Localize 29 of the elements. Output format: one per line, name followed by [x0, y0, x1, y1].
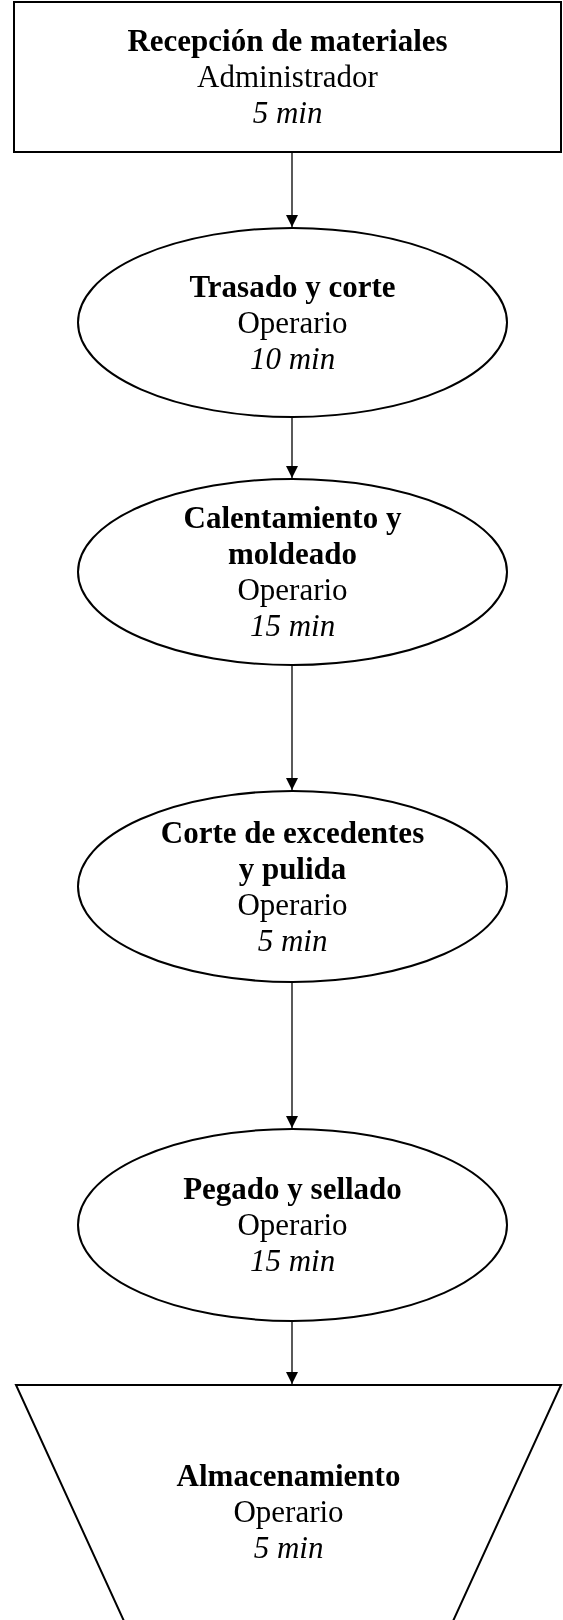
role-text: Operario — [237, 1207, 348, 1243]
role-text: Operario — [237, 572, 348, 608]
duration-text: 15 min — [249, 1243, 336, 1279]
duration-text: 5 min — [252, 95, 323, 131]
arrow — [286, 1321, 298, 1385]
role-text: Operario — [237, 886, 348, 923]
step-title: Almacenamiento — [176, 1458, 401, 1494]
arrow — [286, 982, 298, 1129]
step-title: Recepción de materiales — [127, 23, 448, 59]
step-title: Calentamiento y moldeado — [182, 500, 403, 572]
arrow — [286, 152, 298, 228]
process-ellipse — [77, 227, 508, 418]
process-ellipse — [77, 790, 508, 983]
process-ellipse — [77, 478, 508, 666]
process-box — [13, 1, 562, 153]
arrow — [286, 417, 298, 479]
duration-text: 10 min — [249, 340, 336, 377]
role-text: Administrador — [197, 59, 378, 95]
step-title: Trasado y corte — [189, 268, 396, 305]
step-title: Corte de excedentes y pulida — [159, 814, 426, 887]
step-title: Pegado y sellado — [183, 1171, 402, 1207]
role-text: Operario — [237, 304, 348, 341]
duration-text: 5 min — [257, 922, 328, 959]
duration-text: 5 min — [253, 1530, 324, 1566]
storage-trapezoid — [15, 1384, 562, 1620]
process-ellipse — [77, 1128, 508, 1322]
arrow — [286, 665, 298, 791]
role-text: Operario — [233, 1494, 344, 1530]
duration-text: 15 min — [249, 608, 336, 644]
